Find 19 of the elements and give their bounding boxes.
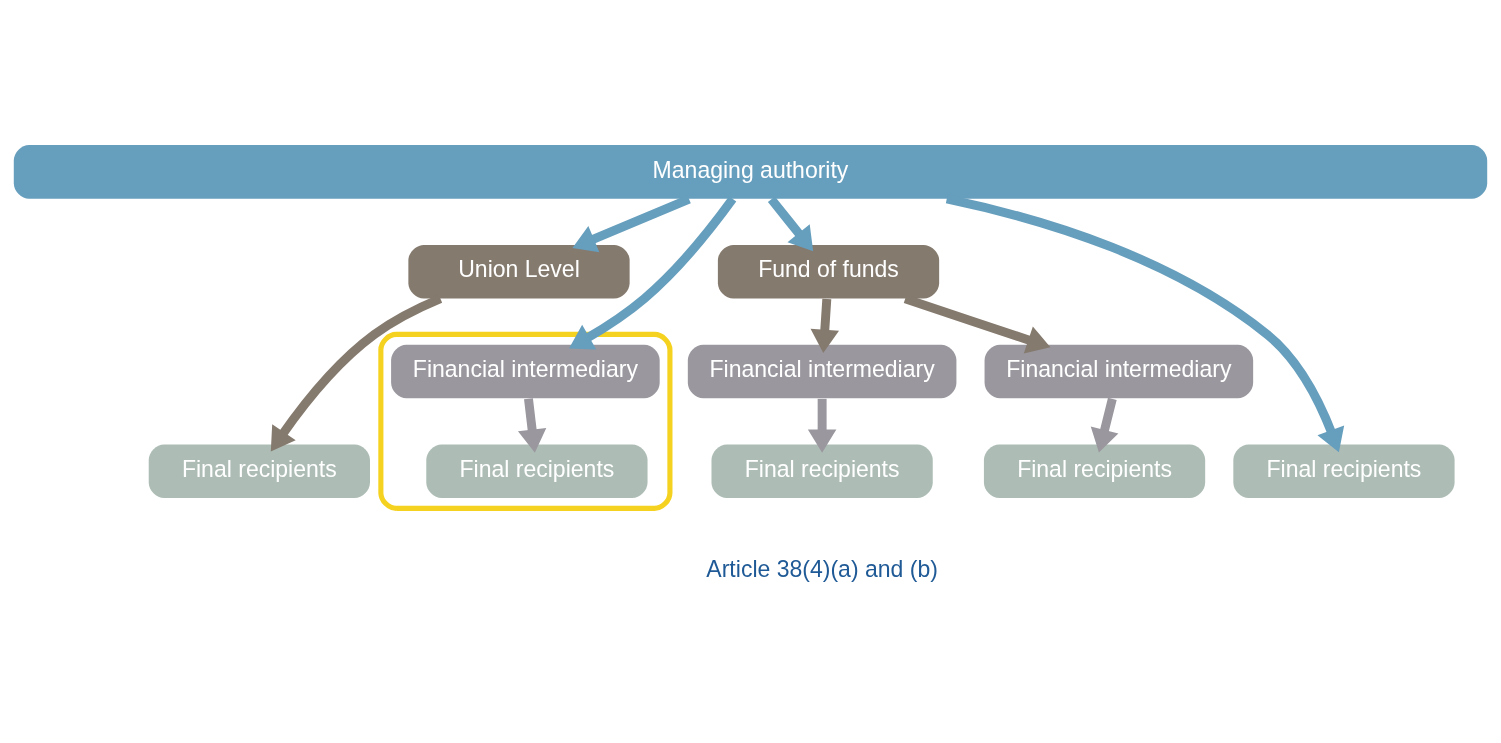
cluster (378, 331, 673, 511)
arrow (810, 298, 839, 353)
node-box: Fund of funds (717, 244, 940, 299)
node-box: Managing authority (13, 145, 1488, 199)
node-box: Final recipients (426, 444, 648, 499)
arrow (807, 398, 837, 453)
arrow (767, 196, 814, 252)
node-box: Final recipients (148, 444, 370, 499)
node-box: Financial intermediary (984, 344, 1254, 399)
arrow (1090, 397, 1119, 453)
node-box: Final recipients (1233, 444, 1455, 499)
arrow (569, 196, 737, 350)
node-box: Financial intermediary (687, 344, 957, 399)
label: Article 38(4)(a) and (b) (706, 555, 938, 582)
node-box: Final recipients (711, 444, 933, 499)
node-box: Union Level (408, 244, 630, 299)
arrow (517, 398, 547, 453)
node-box: Final recipients (983, 444, 1206, 499)
node-box: Financial intermediary (391, 344, 660, 399)
